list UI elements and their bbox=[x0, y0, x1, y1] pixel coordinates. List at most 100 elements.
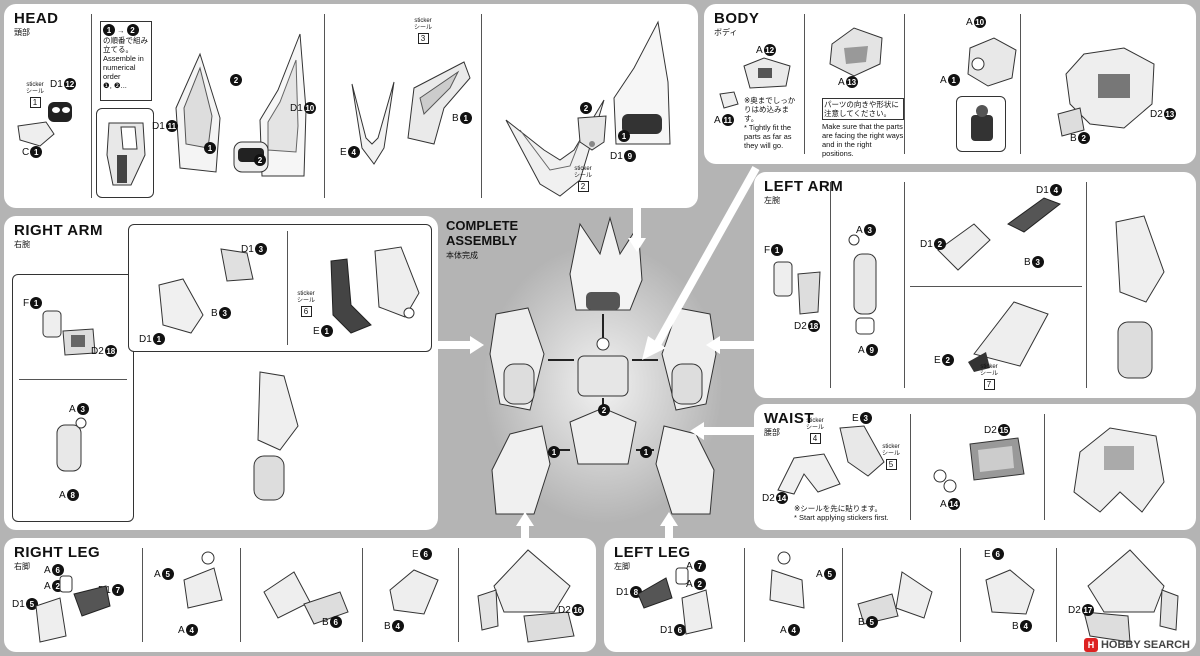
left-arm-armor-assembled bbox=[964, 294, 1054, 374]
left-arm-shoulder-f1 bbox=[768, 258, 798, 302]
waist-complete bbox=[1060, 422, 1176, 518]
complete-step-2: 2 bbox=[598, 404, 610, 416]
left-leg-divider-4 bbox=[1056, 548, 1057, 642]
right-leg-knee-a5 bbox=[178, 550, 228, 612]
head-step-1-c: 1 bbox=[618, 130, 630, 142]
hobby-search-logo-icon: H bbox=[1083, 638, 1098, 652]
right-leg-complete bbox=[474, 546, 584, 646]
head-faceplate-d1-9 bbox=[574, 112, 610, 152]
head-horn-e4 bbox=[348, 78, 398, 168]
order-steps: 1→2 bbox=[103, 24, 149, 36]
step-2-badge: 2 bbox=[126, 24, 139, 36]
body-small-a11 bbox=[718, 90, 740, 110]
left-arm-divider-1 bbox=[830, 182, 831, 388]
right-arm-inset-divider bbox=[19, 379, 127, 380]
head-assembled-helmet bbox=[608, 18, 678, 148]
body-subtitle: ボディ bbox=[714, 28, 738, 37]
right-leg-subtitle: 右脚 bbox=[14, 562, 30, 571]
right-leg-divider-1 bbox=[142, 548, 143, 642]
left-leg-title: LEFT LEG bbox=[614, 544, 691, 561]
left-arm-h-divider bbox=[910, 286, 1082, 287]
head-step-2-a: 2 bbox=[230, 74, 242, 86]
right-arm-armor-assembled bbox=[365, 243, 425, 323]
body-divider-2 bbox=[904, 14, 905, 154]
waist-core-d2-15 bbox=[964, 434, 1028, 484]
left-leg-subtitle: 左脚 bbox=[614, 562, 630, 571]
arrow-head-down bbox=[628, 208, 646, 252]
complete-step-1-right: 1 bbox=[640, 446, 652, 458]
right-leg-divider-2 bbox=[240, 548, 241, 642]
left-arm-complete bbox=[1100, 212, 1176, 388]
head-step-2-c: 2 bbox=[580, 102, 592, 114]
left-leg-complete bbox=[1074, 546, 1184, 646]
head-mask-part bbox=[16, 118, 56, 148]
left-arm-block-d2-18 bbox=[794, 268, 824, 318]
head-step-2-b: 2 bbox=[254, 154, 266, 166]
body-title: BODY bbox=[714, 10, 760, 27]
waist-title: WAIST bbox=[764, 410, 814, 427]
right-leg-thigh-parts bbox=[30, 572, 116, 646]
right-arm-armor-d1-1 bbox=[151, 275, 207, 337]
right-arm-subtitle: 右腕 bbox=[14, 240, 30, 249]
left-arm-subtitle: 左腕 bbox=[764, 196, 780, 205]
order-note-box: 1→2 の順番で組み立てる。 Assemble in numerical ord… bbox=[100, 21, 152, 101]
right-leg-armor-e6 bbox=[384, 560, 444, 620]
arrow-left-leg bbox=[660, 512, 678, 540]
order-note-en: Assemble in numerical order bbox=[103, 54, 144, 81]
left-arm-armor-d1-4 bbox=[1004, 194, 1064, 234]
body-chest-a13 bbox=[824, 24, 888, 80]
head-helmet-left bbox=[170, 48, 230, 178]
arrow-waist bbox=[690, 422, 754, 440]
left-arm-divider-2 bbox=[904, 182, 905, 388]
head-divider-3 bbox=[481, 14, 482, 198]
head-helmet-right bbox=[256, 30, 310, 180]
arrow-right-leg bbox=[516, 512, 534, 540]
complete-step-1-left: 1 bbox=[548, 446, 560, 458]
order-note-seq: ❶, ❷... bbox=[103, 81, 127, 90]
left-leg-divider-1 bbox=[744, 548, 745, 642]
head-divider-2 bbox=[324, 14, 325, 198]
arrow-left-arm bbox=[706, 336, 754, 354]
left-leg-divider-2 bbox=[842, 548, 843, 642]
head-detail-inset bbox=[96, 108, 154, 198]
body-joint-inset bbox=[956, 96, 1006, 152]
right-leg-divider-3 bbox=[362, 548, 363, 642]
hobby-search-watermark: H HOBBY SEARCH bbox=[1083, 638, 1190, 652]
